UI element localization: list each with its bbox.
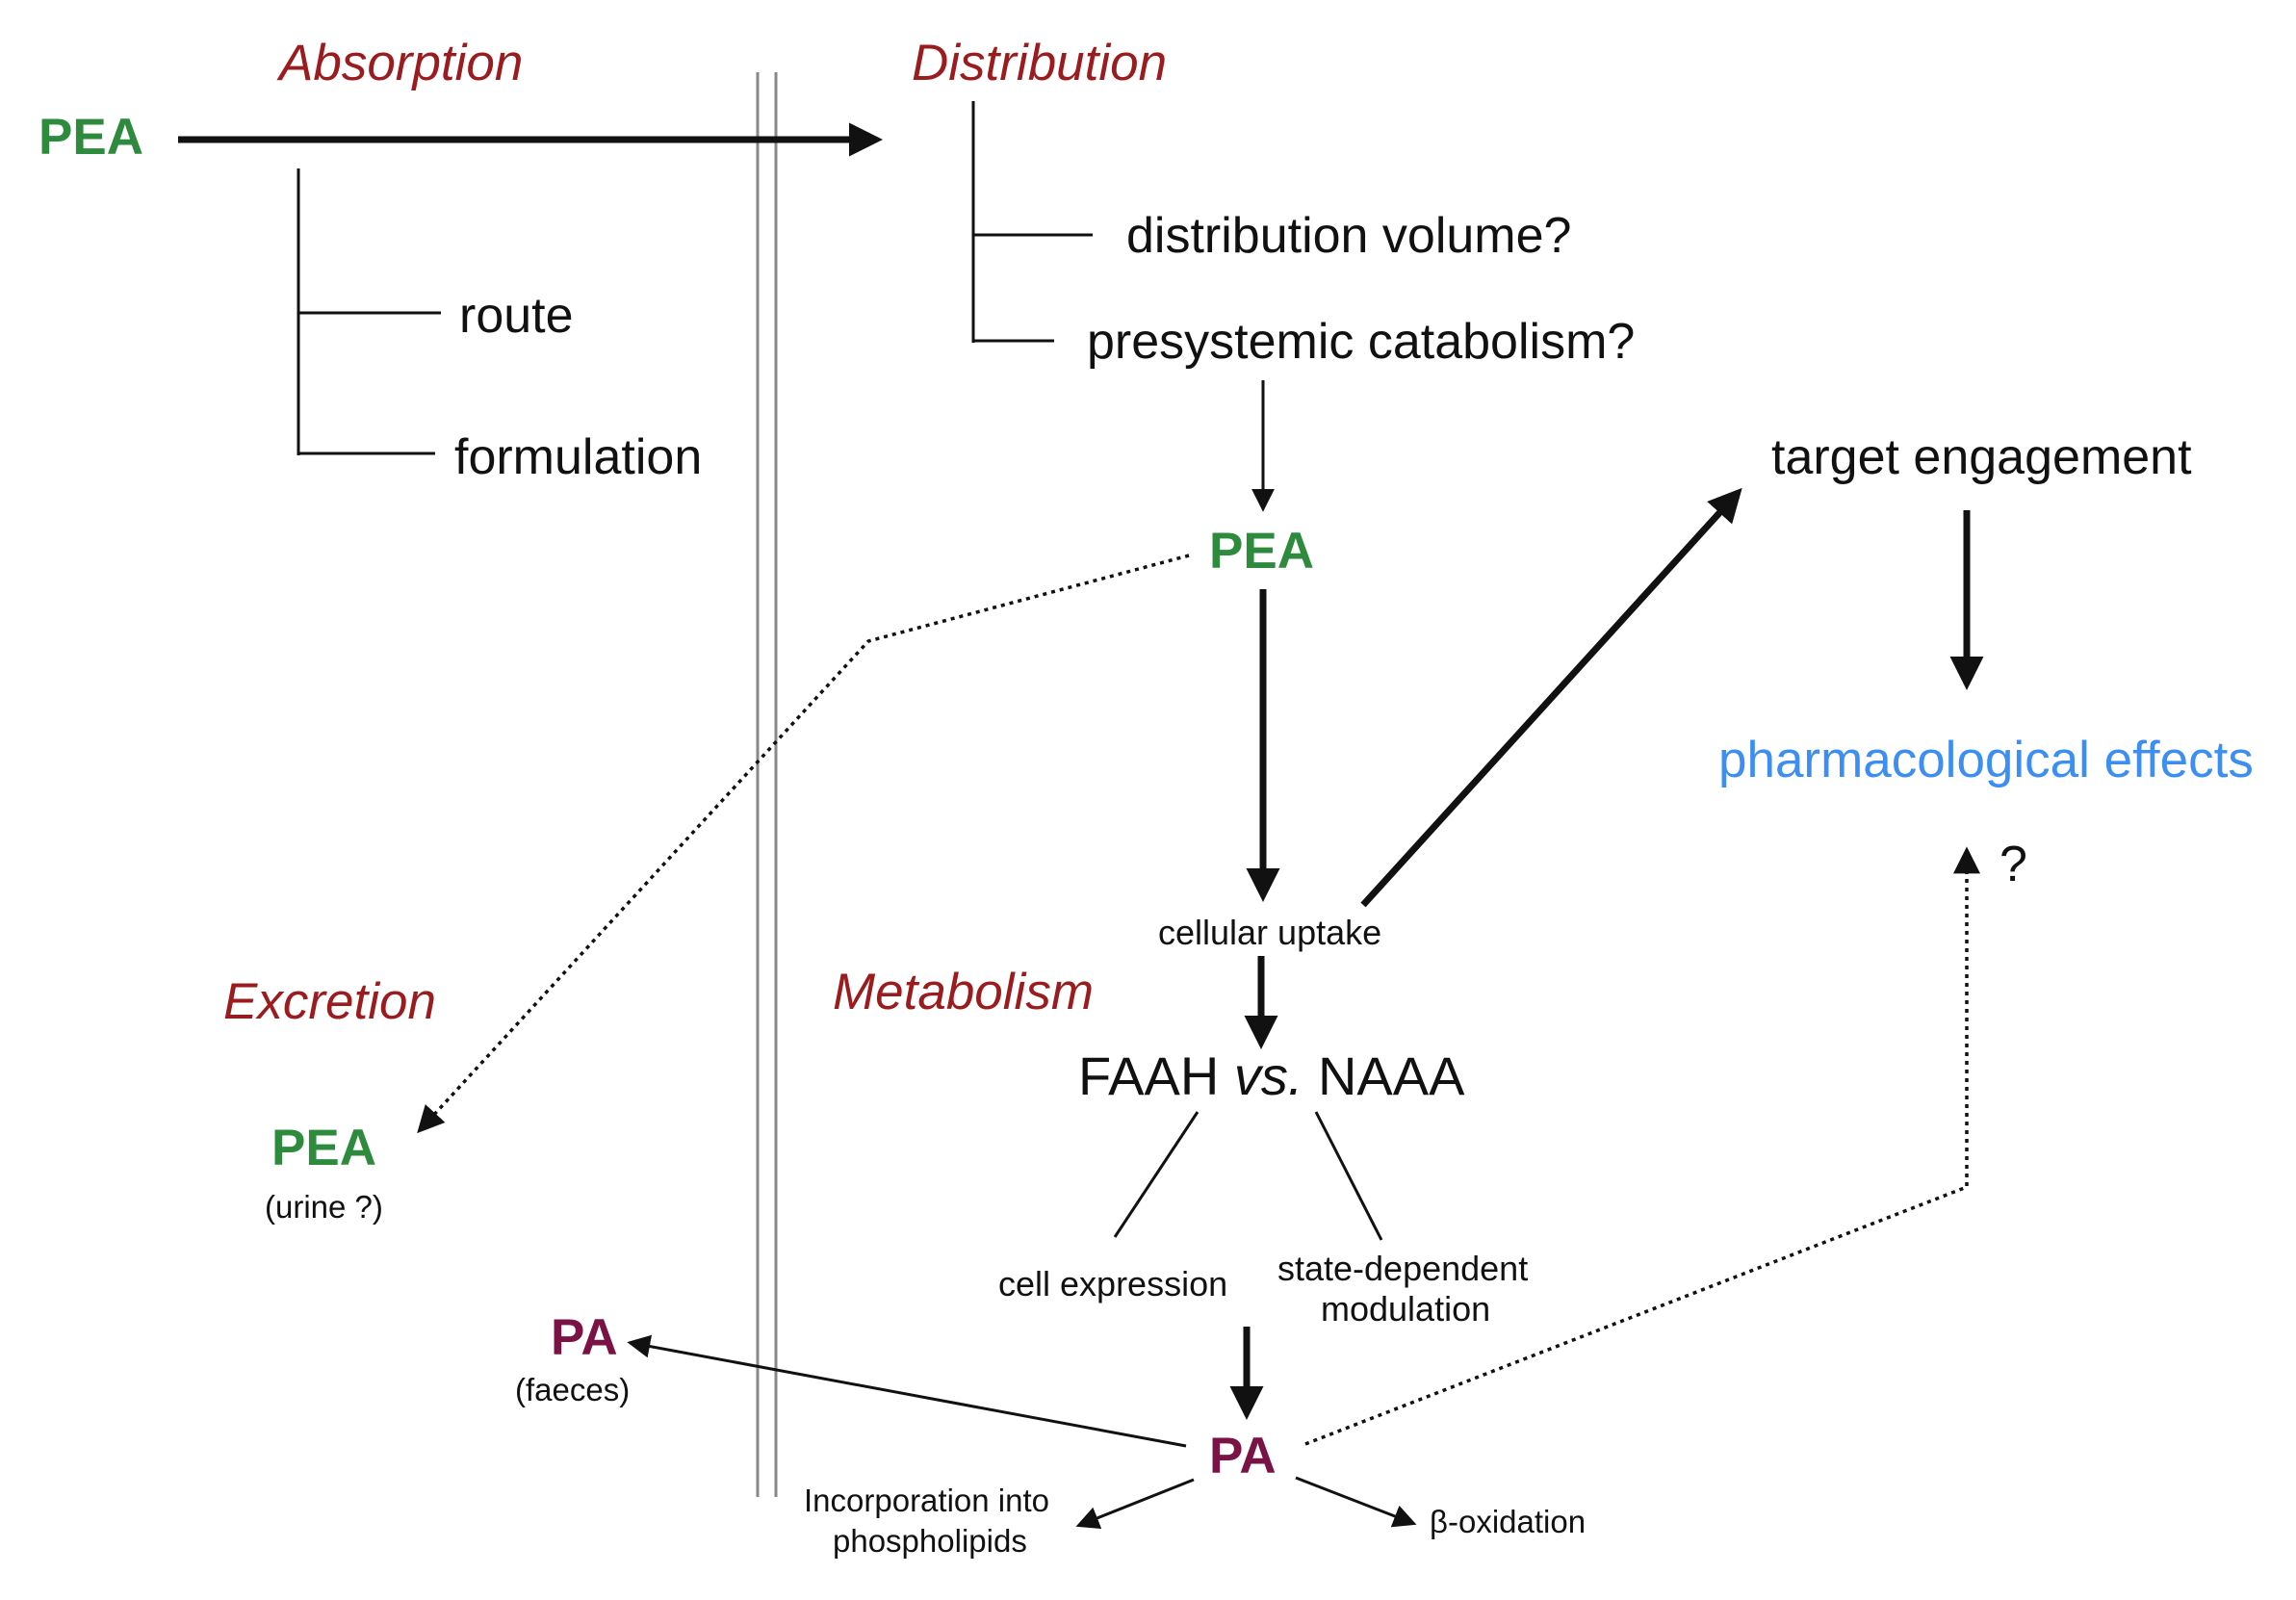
beta-oxidation-label: β-oxidation xyxy=(1430,1504,1586,1539)
pa-to-beta-oxidation-arrow xyxy=(1295,1476,1417,1528)
incorporation-line1: Incorporation into xyxy=(804,1483,1049,1518)
enzyme-vs: vs. xyxy=(1234,1045,1303,1106)
incorporation-line2: phospholipids xyxy=(833,1523,1027,1559)
absorption-factors-bracket xyxy=(297,168,441,455)
pa-to-faeces-arrow xyxy=(627,1334,1187,1448)
pea-to-excretion-dotted-arrow xyxy=(417,554,1190,1134)
distribution-factor-presystemic-catabolism: presystemic catabolism? xyxy=(1087,314,1635,370)
uptake-to-target-arrow xyxy=(1360,487,1742,908)
pa-product-label: PA xyxy=(1209,1428,1277,1484)
enzyme-to-state-dependent-line xyxy=(1314,1111,1383,1241)
pea-excreted-label: PEA xyxy=(271,1120,376,1176)
cellular-uptake-label: cellular uptake xyxy=(1158,913,1381,952)
phase-metabolism-label: Metabolism xyxy=(833,964,1094,1020)
urine-note: (urine ?) xyxy=(265,1189,383,1225)
pa-to-effects-dotted-arrow xyxy=(1304,846,1980,1446)
phase-distribution-label: Distribution xyxy=(912,35,1167,91)
state-dependent-modulation-line1: state-dependent xyxy=(1277,1249,1528,1288)
effects-question-mark: ? xyxy=(1999,837,2027,892)
phase-absorption-label: Absorption xyxy=(276,35,523,91)
distribution-factor-volume: distribution volume? xyxy=(1126,208,1571,264)
state-dependent-modulation-line2: modulation xyxy=(1321,1289,1490,1329)
enzyme-faah: FAAH xyxy=(1078,1045,1219,1106)
pa-faeces-label: PA xyxy=(551,1309,618,1366)
absorption-factor-route: route xyxy=(459,288,574,344)
pea-source-label: PEA xyxy=(39,109,143,166)
pea-circulating-label: PEA xyxy=(1209,523,1314,580)
enzyme-naaa: NAAA xyxy=(1318,1045,1465,1106)
pa-to-phospholipids-arrow xyxy=(1075,1478,1195,1530)
phase-excretion-label: Excretion xyxy=(223,973,436,1030)
cell-expression-label: cell expression xyxy=(998,1264,1227,1303)
enzymes-label: FAAH vs. NAAA xyxy=(1078,1045,1465,1106)
distribution-factors-bracket xyxy=(971,101,1093,343)
target-engagement-label: target engagement xyxy=(1771,429,2192,485)
pharmacological-effects-label: pharmacological effects xyxy=(1718,732,2254,788)
enzyme-to-cell-expression-line xyxy=(1113,1111,1200,1238)
faeces-note: (faeces) xyxy=(515,1372,630,1407)
absorption-factor-formulation: formulation xyxy=(454,429,702,485)
